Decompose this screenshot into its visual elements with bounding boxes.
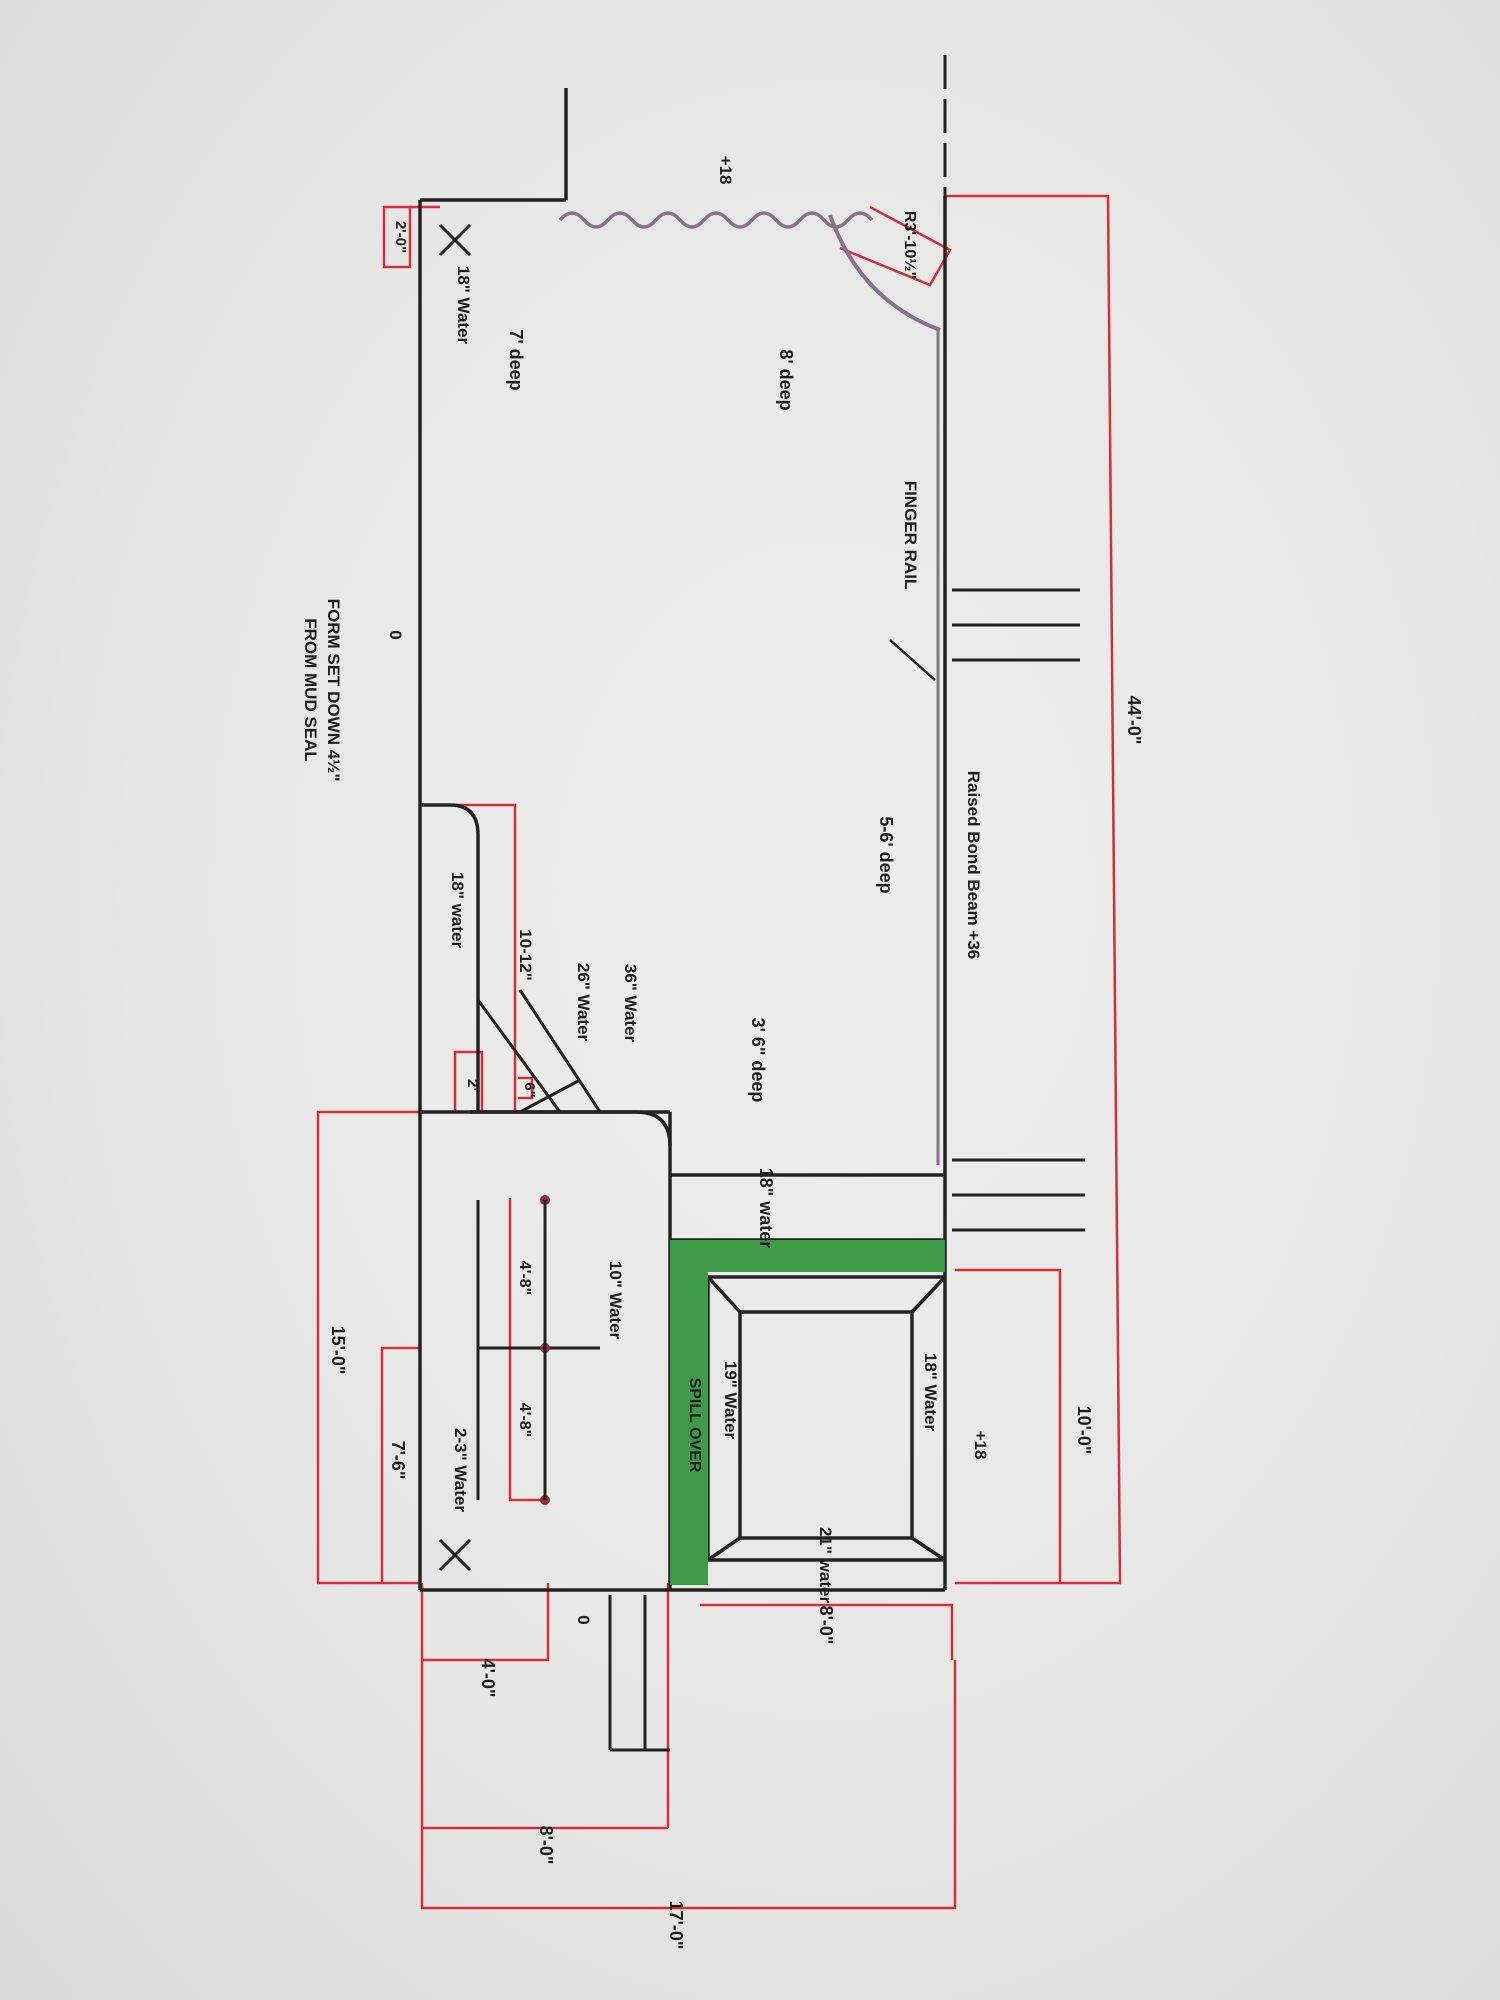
- depth-5-6: 5-6' deep: [876, 816, 896, 893]
- zero-right: 0: [574, 1615, 593, 1624]
- depth-8: 8' deep: [776, 349, 796, 410]
- dim-bottom-width: 17'-0": [666, 1901, 686, 1950]
- water-step-26: 26" Water: [574, 963, 593, 1042]
- form-note-line-1: FORM SET DOWN 4½": [324, 599, 343, 782]
- finger-rail-label: FINGER RAIL: [901, 481, 920, 590]
- form-note-line-2: FROM MUD SEAL: [301, 618, 320, 762]
- dim-step-2: 2': [464, 1079, 481, 1091]
- dim-corner: 2'-0": [392, 221, 409, 253]
- dim-spa-width: 10'-0": [1074, 1406, 1094, 1455]
- dim-ledge-2: 4'-8": [516, 1403, 533, 1438]
- water-step-36: 36" Water: [621, 964, 640, 1043]
- depth-3-6: 3' 6" deep: [748, 1018, 768, 1103]
- water-step-18: 18" water: [448, 872, 467, 948]
- depth-7: 7' deep: [506, 329, 526, 390]
- bond-beam-label: Raised Bond Beam +36: [964, 771, 983, 960]
- water-spa-18: 18" Water: [921, 1353, 940, 1432]
- water-spa-21: 21" water: [816, 1527, 835, 1603]
- dim-step-4: 4'-0": [478, 1659, 498, 1698]
- finger-rail-line: [558, 211, 941, 1165]
- step-10-12-label: 10-12": [516, 929, 535, 981]
- step-lines: [438, 223, 1085, 1752]
- plan-labels: 44'-0" 10'-0" 8'-0" 17'-0" 8'-0" 4'-0" 15'-0" 7…: [301, 156, 1144, 1950]
- dim-tanning-ledge: 15'-0": [328, 1326, 348, 1375]
- dimension-lines: [316, 194, 1122, 1910]
- spill-over-label: SPILL OVER: [686, 1378, 703, 1473]
- water-corner: 18" Water: [454, 266, 473, 345]
- dim-step-left: 8'-0": [536, 1826, 556, 1865]
- spill-over: [670, 1240, 945, 1585]
- water-ledge-10: 10" Water: [606, 1261, 625, 1340]
- zero-left: 0: [386, 630, 405, 639]
- dim-radius: R3'-10½": [901, 211, 918, 279]
- water-ledge-2-3: 2-3" Water: [451, 1428, 470, 1512]
- elevation-top: +18: [716, 156, 735, 185]
- elevation-spa: +18: [971, 1431, 990, 1460]
- water-spa-19: 19" Water: [721, 1361, 740, 1440]
- water-ledge-18: 18" water: [756, 1168, 776, 1249]
- dim-ledge-1: 4'-8": [516, 1261, 533, 1296]
- dim-bench: 7'-6": [388, 1441, 408, 1480]
- dim-overall-length: 44'-0": [1124, 696, 1144, 745]
- dim-spa-inner: 8'-0": [816, 1606, 836, 1645]
- dim-step-6: 6": [521, 1082, 538, 1097]
